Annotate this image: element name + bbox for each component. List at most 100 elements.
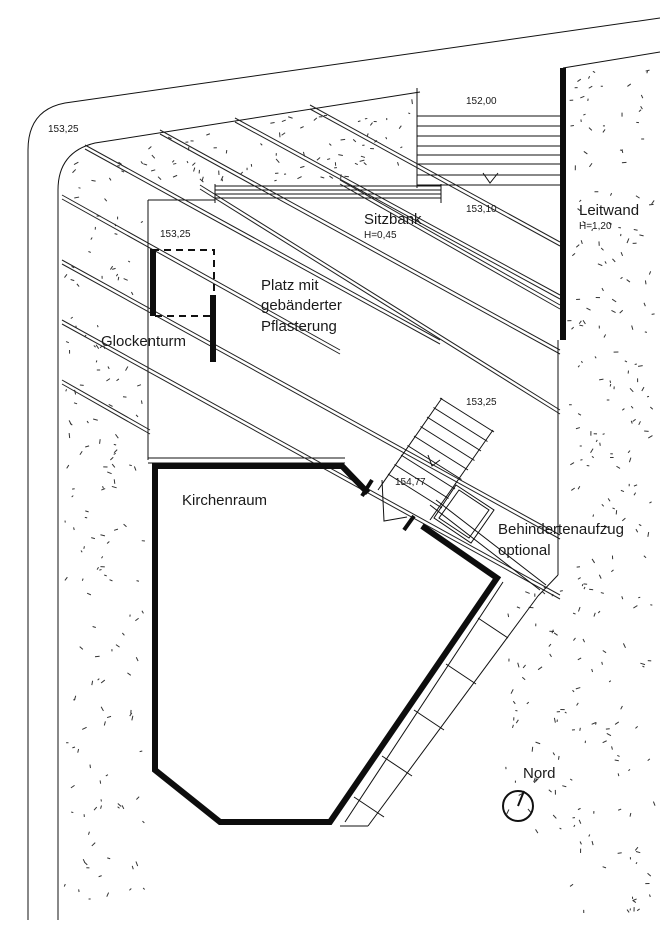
gravel-speck bbox=[589, 588, 594, 591]
gravel-speck bbox=[70, 784, 75, 789]
gravel-speck bbox=[652, 801, 656, 806]
gravel-speck bbox=[73, 402, 78, 405]
gravel-speck bbox=[71, 266, 75, 269]
label-guide-wall-height: H=1,20 bbox=[579, 221, 612, 232]
bell-tower bbox=[150, 249, 216, 362]
gravel-speck bbox=[591, 455, 595, 459]
gravel-speck bbox=[590, 448, 594, 454]
paving-band bbox=[61, 263, 561, 540]
gravel-speck bbox=[100, 706, 104, 712]
gravel-speck bbox=[385, 136, 388, 140]
gravel-speck bbox=[649, 203, 654, 206]
gravel-speck bbox=[281, 119, 286, 123]
gravel-speck bbox=[201, 176, 204, 181]
gravel-speck bbox=[281, 132, 286, 136]
gravel-speck bbox=[297, 176, 302, 180]
gravel-speck bbox=[90, 237, 93, 240]
gravel-speck bbox=[578, 819, 582, 824]
gravel-speck bbox=[580, 240, 583, 245]
gravel-speck bbox=[591, 840, 594, 846]
gravel-speck bbox=[597, 610, 601, 614]
gravel-speck bbox=[633, 228, 638, 231]
gravel-speck bbox=[77, 748, 80, 753]
gravel-speck bbox=[64, 576, 68, 581]
gravel-speck bbox=[206, 133, 211, 136]
gravel-speck bbox=[593, 612, 596, 617]
gravel-speck bbox=[110, 456, 114, 461]
gravel-speck bbox=[627, 83, 632, 87]
gravel-speck bbox=[142, 887, 145, 890]
gravel-speck bbox=[616, 465, 621, 469]
gravel-speck bbox=[360, 155, 366, 158]
gravel-speck bbox=[93, 806, 98, 811]
gravel-speck bbox=[359, 159, 365, 162]
gravel-speck bbox=[366, 133, 369, 137]
guide-wall bbox=[557, 68, 566, 575]
paving-band bbox=[61, 198, 341, 355]
gravel-speck bbox=[551, 629, 554, 634]
gravel-speck bbox=[136, 796, 140, 800]
gravel-speck bbox=[135, 861, 139, 867]
gravel-speck bbox=[101, 556, 104, 559]
gravel-speck bbox=[607, 498, 611, 502]
gravel-speck bbox=[577, 413, 582, 416]
paving-bands bbox=[61, 104, 561, 600]
gravel-speck bbox=[644, 280, 647, 285]
gravel-speck bbox=[632, 898, 637, 901]
gravel-speck bbox=[85, 510, 89, 513]
gravel-speck bbox=[569, 883, 574, 887]
gravel-speck bbox=[525, 591, 530, 594]
gravel-speck bbox=[583, 151, 588, 155]
gravel-speck bbox=[97, 678, 100, 681]
paving-band bbox=[159, 133, 561, 355]
gravel-speck bbox=[614, 759, 619, 762]
gravel-speck bbox=[628, 768, 631, 772]
gravel-speck bbox=[135, 414, 139, 418]
label-elevator-line1: Behindertenaufzug bbox=[498, 521, 624, 538]
gravel-speck bbox=[620, 489, 625, 493]
gravel-speck bbox=[76, 283, 80, 287]
gravel-speck bbox=[108, 404, 113, 407]
gravel-speck bbox=[621, 596, 624, 600]
gravel-speck bbox=[649, 406, 654, 410]
label-square-line3: Pflasterung bbox=[261, 318, 337, 335]
gravel-speck bbox=[398, 125, 402, 129]
gravel-speck bbox=[85, 445, 90, 448]
gravel-speck bbox=[628, 457, 632, 463]
gravel-speck bbox=[107, 471, 112, 475]
gravel-speck bbox=[274, 179, 277, 182]
gravel-speck bbox=[614, 721, 620, 725]
gravel-speck bbox=[517, 662, 520, 668]
gravel-speck bbox=[603, 334, 607, 338]
gravel-speck bbox=[598, 574, 602, 579]
gravel-speck bbox=[571, 252, 576, 257]
gravel-speck bbox=[633, 484, 638, 487]
gravel-speck bbox=[572, 612, 576, 615]
entry-stair-tread bbox=[394, 464, 449, 499]
gravel-speck bbox=[624, 360, 628, 363]
gravel-speck bbox=[100, 534, 106, 537]
gravel-speck bbox=[621, 408, 625, 411]
gravel-speck bbox=[630, 405, 634, 409]
gravel-speck bbox=[340, 138, 346, 141]
gravel-speck bbox=[117, 803, 122, 807]
paving-band bbox=[61, 259, 561, 536]
gravel-speck bbox=[579, 324, 584, 327]
gravel-speck bbox=[104, 574, 107, 577]
entry-stair-tread bbox=[439, 397, 495, 433]
gravel-speck bbox=[640, 105, 643, 110]
label-bell-tower: Glockenturm bbox=[101, 333, 186, 350]
gravel-speck bbox=[96, 566, 99, 570]
paving-band bbox=[339, 179, 561, 306]
gravel-speck bbox=[70, 279, 75, 282]
gravel-speck bbox=[549, 653, 552, 658]
gravel-speck bbox=[638, 524, 642, 527]
gravel-speck bbox=[275, 158, 280, 163]
gravel-speck bbox=[108, 177, 112, 181]
gravel-speck bbox=[592, 70, 596, 74]
gravel-speck bbox=[548, 789, 552, 793]
gravel-speck bbox=[588, 127, 593, 131]
gravel-speck bbox=[632, 418, 636, 422]
gravel-speck bbox=[642, 665, 645, 668]
gravel-speck bbox=[553, 717, 556, 723]
